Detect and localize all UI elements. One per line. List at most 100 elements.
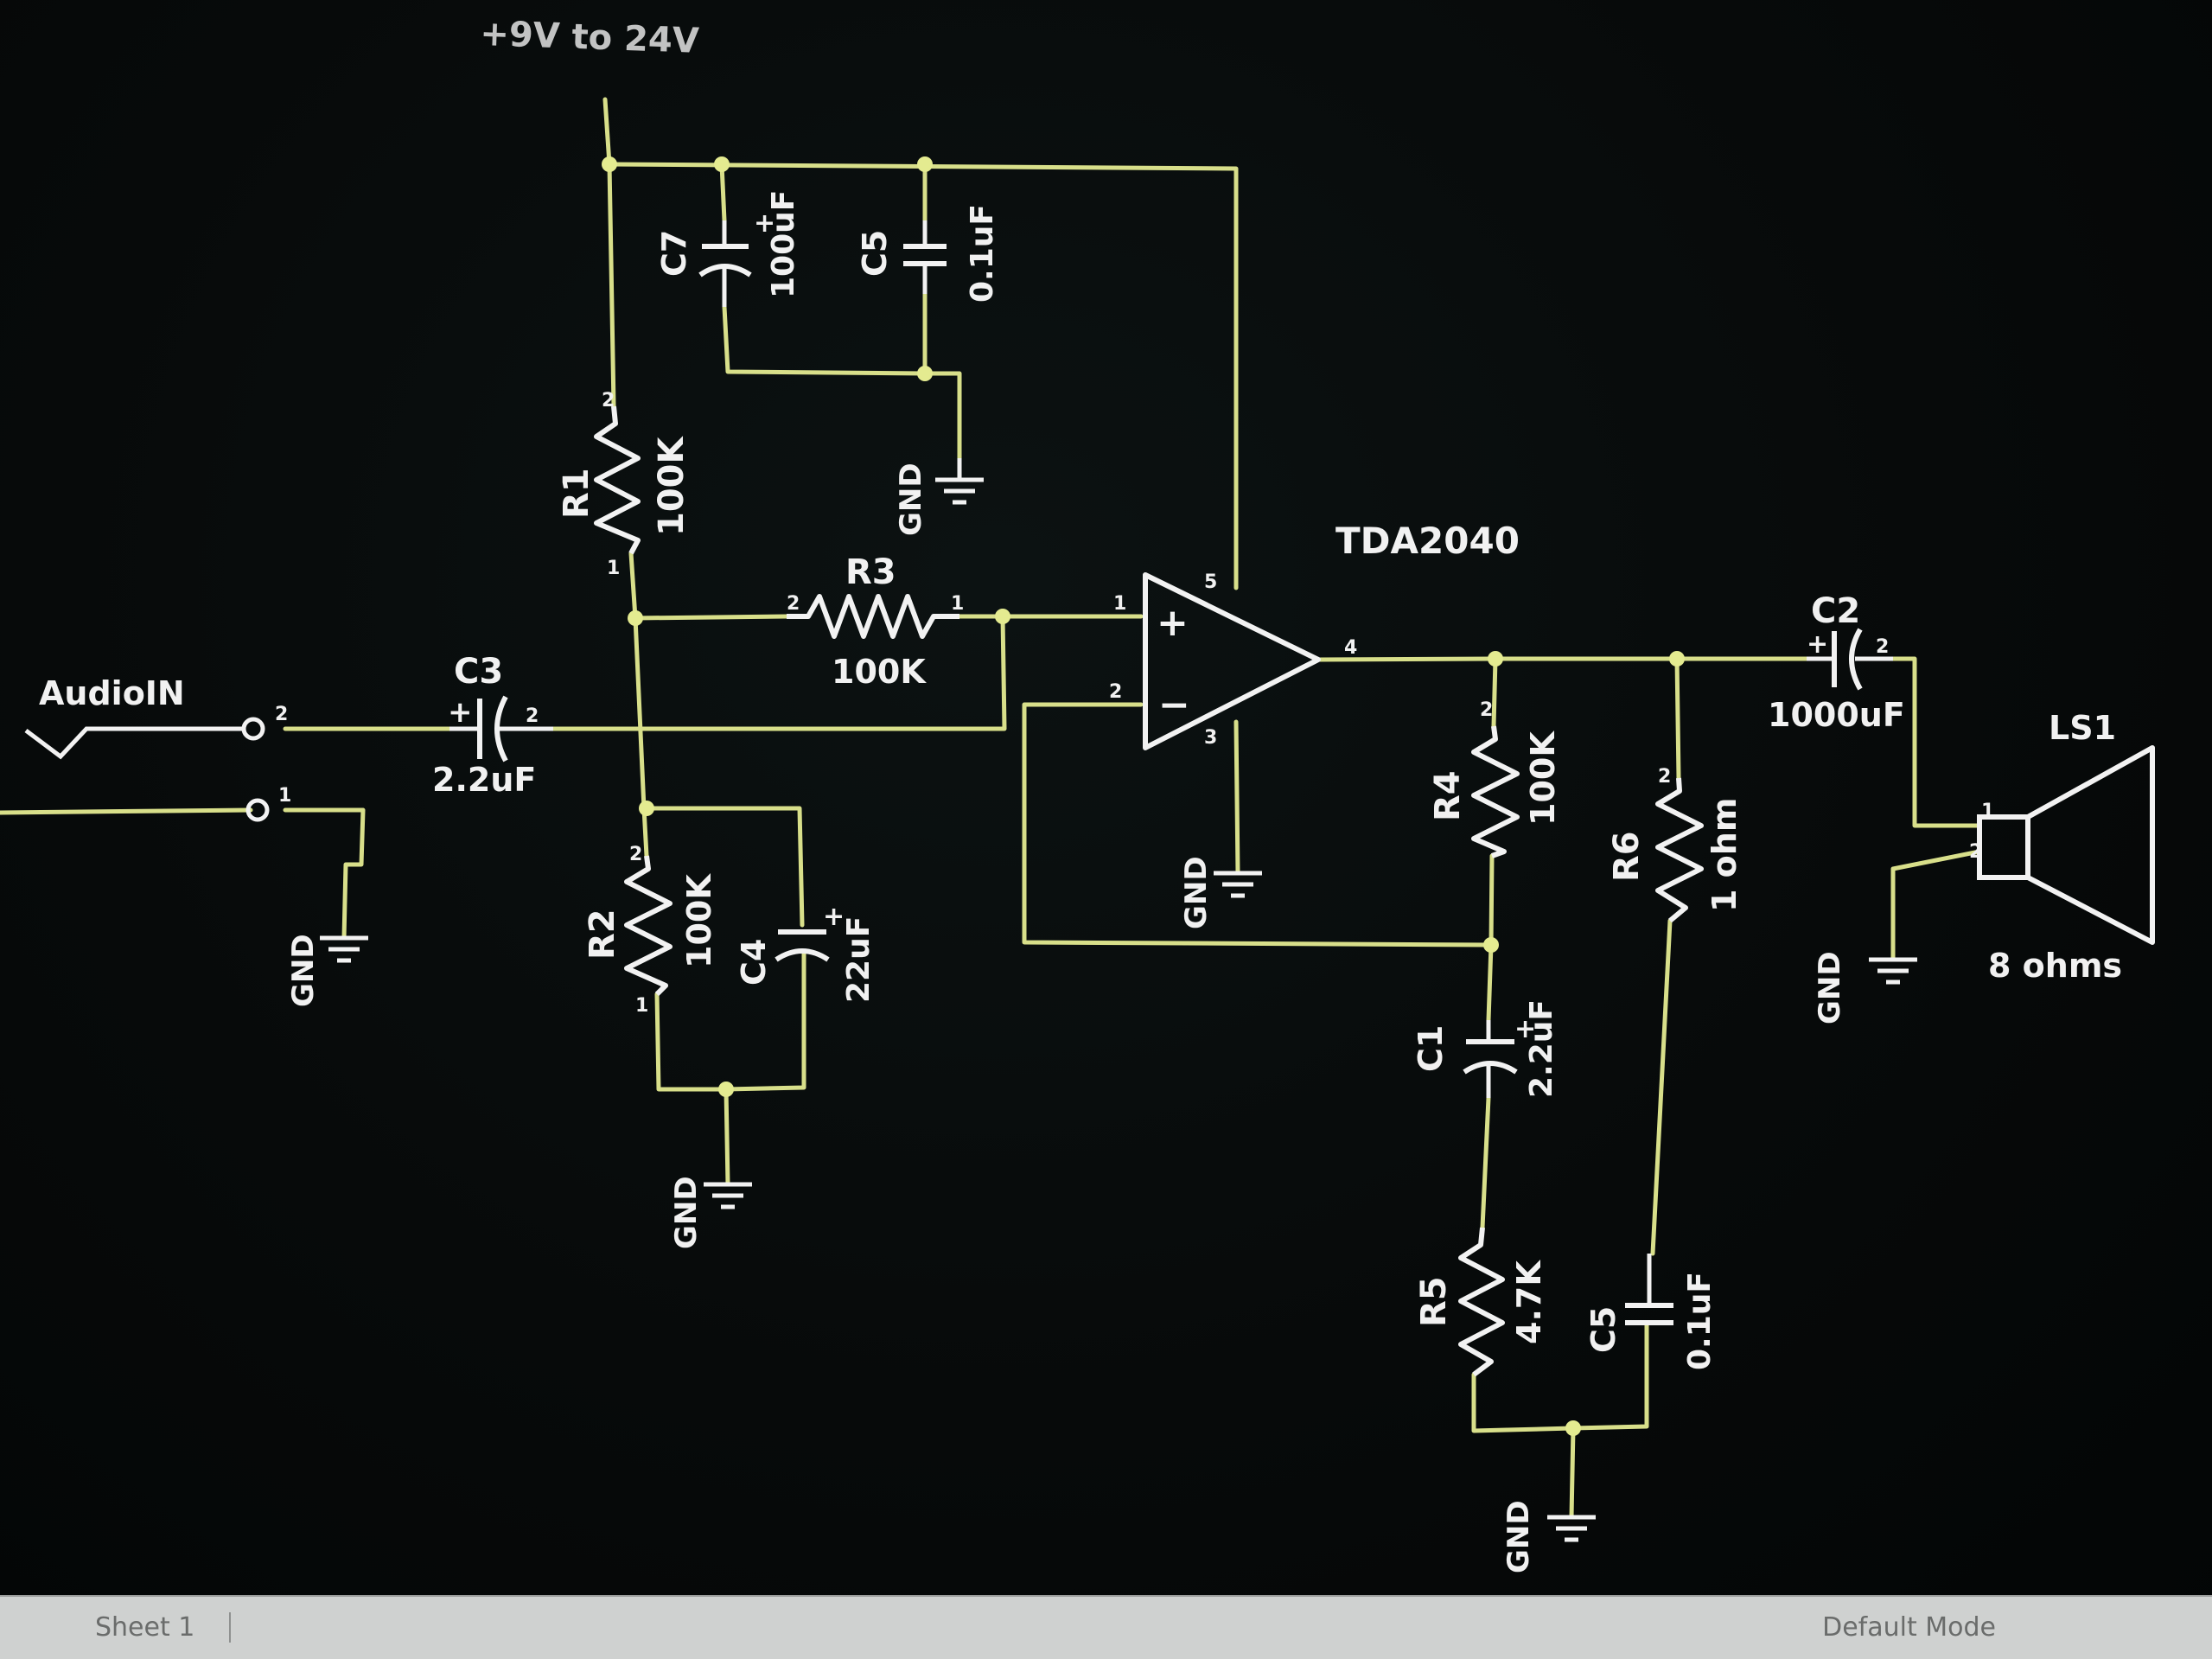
pin-number: 5 <box>1204 571 1217 593</box>
junction-dot <box>602 156 617 172</box>
wire-supply-stub <box>602 97 612 167</box>
pin-number: 2 <box>1109 681 1122 703</box>
gnd-label: GND <box>894 463 928 536</box>
wire-inverting-input <box>1022 702 1494 948</box>
gnd-symbol-chip: GND <box>1179 856 1262 929</box>
opamp-minus: − <box>1158 683 1190 727</box>
audio-input-jack[interactable]: AudioIN 2 1 <box>24 674 291 822</box>
c7-value: 100uF <box>766 190 801 298</box>
wire-c4-top <box>644 806 805 928</box>
capacitor-c7[interactable]: C7 100uF + <box>655 190 801 307</box>
capacitor-c6[interactable]: C5 0.1uF <box>856 204 1000 303</box>
resistor-r1[interactable]: R1 100K 2 1 <box>557 390 692 579</box>
wire-jack-gnd <box>283 807 366 941</box>
gnd-symbol-r2: GND <box>669 1176 752 1249</box>
opamp-plus: + <box>1157 601 1189 645</box>
gnd-label: GND <box>1501 1500 1536 1573</box>
r3-ref: R3 <box>845 552 896 592</box>
pin-number: 2 <box>787 593 800 615</box>
wire-r6-top <box>1674 656 1681 781</box>
capacitor-c3[interactable]: + C3 2.2uF 2 <box>432 652 553 799</box>
c1-polarity: + <box>1514 1014 1536 1044</box>
jack-tip-terminal <box>241 717 265 741</box>
r6-ref: R6 <box>1607 831 1647 882</box>
pin-number: 2 <box>275 704 288 725</box>
r1-ref: R1 <box>557 468 596 519</box>
junction-dot <box>1669 651 1685 667</box>
r3-value: 100K <box>832 653 927 691</box>
r6-value: 1 ohm <box>1705 798 1743 912</box>
resistor-r6[interactable]: R6 1 ohm 2 <box>1607 766 1743 923</box>
junction-dot <box>628 610 643 626</box>
pin-number: 2 <box>526 705 539 727</box>
wire-output <box>1316 656 1809 662</box>
junction-dot <box>639 801 654 816</box>
wire-c7-top <box>719 162 727 223</box>
capacitor-c2[interactable]: C2 1000uF + 2 <box>1768 591 1905 734</box>
wire-c7-bottom <box>722 304 928 376</box>
wire-r4-top <box>1491 656 1498 729</box>
resistor-r4[interactable]: R4 100K 2 <box>1428 699 1562 858</box>
gnd-label: GND <box>286 934 321 1007</box>
audio-in-label: AudioIN <box>39 674 185 712</box>
c7-polarity: + <box>754 208 775 239</box>
junction-dot <box>1565 1420 1581 1436</box>
jack-sleeve-terminal <box>245 798 270 822</box>
wire-speaker-return <box>1890 849 1982 962</box>
pin-number: 1 <box>635 995 648 1017</box>
pin-number: 1 <box>1981 801 1994 822</box>
c5-ref: C5 <box>1584 1306 1622 1353</box>
junction-dot <box>995 609 1010 624</box>
resistor-r5[interactable]: R5 4.7K <box>1414 1227 1548 1377</box>
tda2040-amplifier[interactable]: + − TDA2040 1 2 3 4 5 <box>1109 520 1520 750</box>
speaker-cone <box>2025 745 2155 945</box>
capacitor-c4[interactable]: C4 22uF + <box>735 902 877 1003</box>
pin-number: 2 <box>1658 766 1671 788</box>
c7-ref: C7 <box>655 230 693 277</box>
wire-supply-rail <box>607 162 1239 590</box>
r2-ref: R2 <box>583 909 622 960</box>
wire-c2-right <box>1890 656 1982 828</box>
pin-number: 4 <box>1344 637 1357 659</box>
gnd-symbol-jack: GND <box>286 934 368 1007</box>
c5-value: 0.1uF <box>1682 1272 1718 1370</box>
resistor-r3[interactable]: R3 100K 2 1 <box>787 552 964 691</box>
wire-r3-drop <box>551 614 1007 731</box>
pin-number: 2 <box>1480 699 1493 721</box>
junctions <box>602 156 1685 1436</box>
resistor-r2[interactable]: R2 100K 2 1 <box>583 844 718 1017</box>
gnd-label: GND <box>1813 951 1847 1024</box>
c1-value: 2.2uF <box>1524 999 1559 1098</box>
speaker-ls1[interactable]: LS1 8 ohms 1 2 <box>1969 709 2155 985</box>
r4-ref: R4 <box>1428 770 1468 821</box>
schematic-canvas[interactable]: +9V to 24V AudioIN 2 1 + C3 2.2uF 2 <box>0 0 2212 1595</box>
r5-value: 4.7K <box>1510 1260 1548 1344</box>
pin-number: 2 <box>602 390 615 412</box>
supply-label: +9V to 24V <box>480 14 700 61</box>
wire-bias-node-down <box>633 616 649 858</box>
gnd-symbol-bottom: GND <box>1501 1500 1596 1573</box>
capacitor-c5[interactable]: C5 0.1uF <box>1584 1254 1718 1370</box>
speaker-magnet <box>1977 814 2030 880</box>
pin-number: 2 <box>1969 841 1982 863</box>
junction-dot <box>718 1082 734 1097</box>
c3-value: 2.2uF <box>432 761 536 799</box>
wire-r1-top <box>607 162 616 409</box>
status-bar: Sheet 1 Default Mode <box>0 1595 2212 1659</box>
junction-dot <box>1488 651 1503 667</box>
jack-tip-symbol <box>24 726 104 760</box>
c4-polarity: + <box>823 902 845 932</box>
junction-dot <box>917 156 933 172</box>
sheet-tab[interactable]: Sheet 1 <box>95 1612 232 1643</box>
r5-ref: R5 <box>1414 1276 1454 1327</box>
opamp-triangle <box>1143 572 1321 750</box>
junction-dot <box>917 366 933 381</box>
r4-value: 100K <box>1524 731 1562 826</box>
capacitor-c1[interactable]: C1 2.2uF + <box>1412 999 1559 1098</box>
c2-ref: C2 <box>1811 591 1860 631</box>
wire-jack-sleeve <box>0 807 253 815</box>
c6-ref: C5 <box>856 230 894 277</box>
ls1-ref: LS1 <box>2049 709 2116 747</box>
gnd-symbol-speaker: GND <box>1813 951 1917 1024</box>
